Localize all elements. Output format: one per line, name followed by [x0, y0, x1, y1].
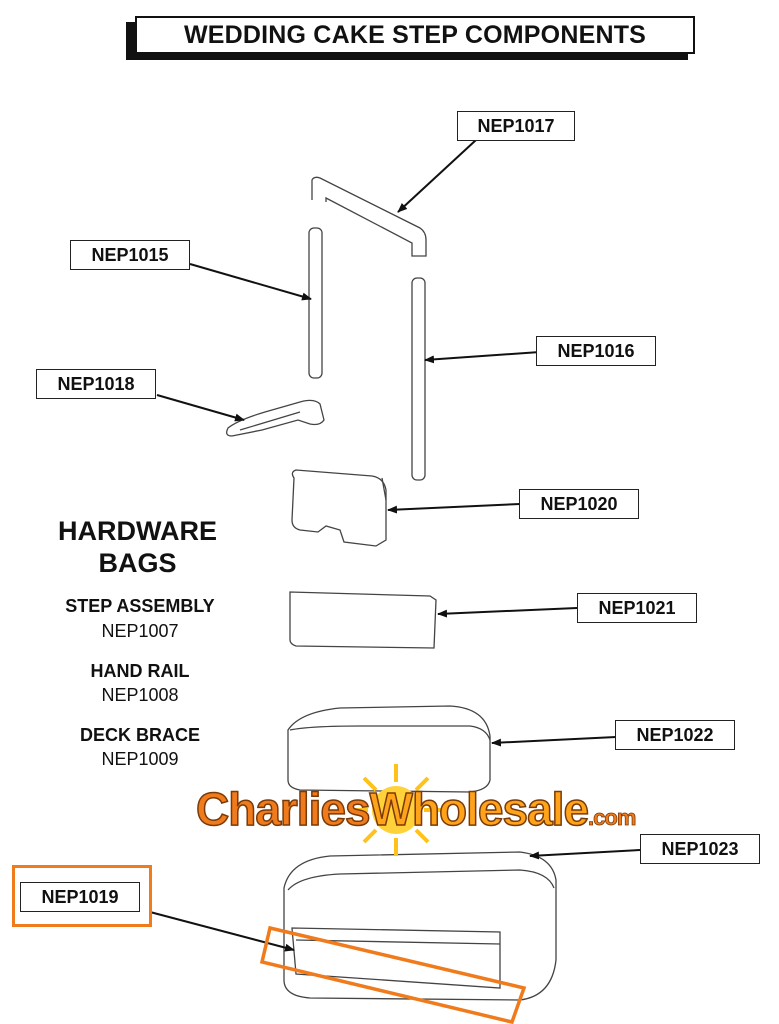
hardware-item-name: STEP ASSEMBLY: [65, 596, 215, 616]
label-nep1021: NEP1021: [577, 593, 697, 623]
part-base-step: [283, 851, 557, 1001]
part-right-post: [411, 277, 426, 481]
part-top-step: [287, 705, 491, 793]
label-nep1022: NEP1022: [615, 720, 735, 750]
label-nep1015: NEP1015: [70, 240, 190, 270]
part-base-plate: [291, 927, 501, 989]
hardware-item-name: HAND RAIL: [90, 661, 190, 681]
label-nep1019[interactable]: NEP1019: [20, 882, 140, 912]
label-nep1018: NEP1018: [36, 369, 156, 399]
label-nep1023: NEP1023: [640, 834, 760, 864]
label-nep1016: NEP1016: [536, 336, 656, 366]
label-nep1017: NEP1017: [457, 111, 575, 141]
label-nep1020: NEP1020: [519, 489, 639, 519]
hardware-item-name: DECK BRACE: [79, 725, 200, 745]
part-deck-brace: [226, 399, 325, 437]
hardware-item-code: NEP1009: [101, 749, 179, 769]
watermark-part-1: Charlies: [195, 782, 371, 836]
hardware-bags-heading: HARDWARE BAGS: [58, 516, 217, 578]
watermark-logo: CharliesWholesale.com: [195, 760, 637, 870]
watermark-part-2: Wholesale: [369, 782, 590, 836]
sun-icon: [350, 764, 442, 856]
part-hand-rail: [311, 176, 427, 257]
highlight-frame-label: [12, 865, 152, 927]
watermark-part-3: .com: [588, 805, 637, 831]
part-upper-block: [291, 469, 387, 547]
part-riser: [289, 591, 437, 649]
hardware-item-code: NEP1007: [101, 621, 179, 641]
page-title: WEDDING CAKE STEP COMPONENTS: [135, 16, 695, 54]
hardware-item-code: NEP1008: [101, 685, 179, 705]
watermark-text: CharliesWholesale.com: [195, 782, 637, 836]
part-left-post: [308, 227, 323, 379]
